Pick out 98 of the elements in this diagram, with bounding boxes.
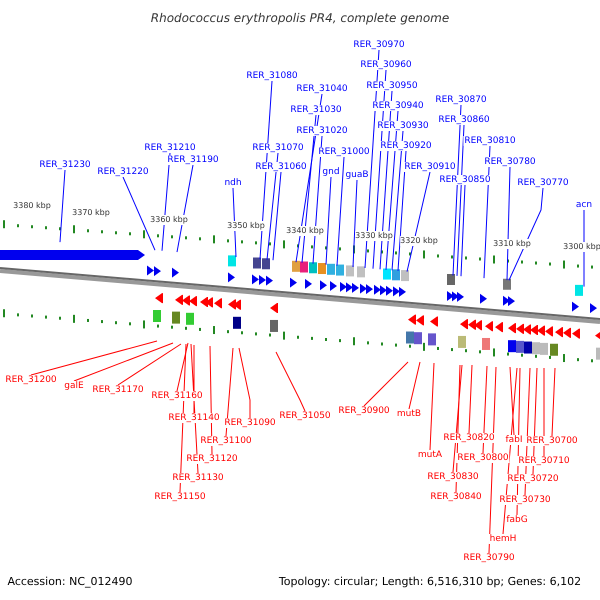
title: Rhodococcus erythropolis PR4, complete genome: [150, 13, 450, 23]
leader-line: [460, 184, 466, 277]
gene-label: mutB: [396, 409, 422, 419]
leader-line: [468, 364, 472, 434]
gene-label: RER_30700: [525, 436, 579, 446]
gene-label: RER_31170: [91, 385, 145, 395]
gene-label: RER_30960: [359, 60, 413, 70]
leader-line: [302, 114, 316, 264]
gene-label: RER_31100: [199, 436, 253, 446]
gene-label: RER_30970: [352, 40, 406, 50]
leader-line: [30, 340, 158, 376]
gene-label: guaB: [344, 170, 370, 180]
leader-line: [406, 172, 430, 272]
leader-line: [122, 176, 156, 251]
leader-line: [266, 152, 278, 260]
gene-label: RER_30900: [337, 406, 391, 416]
gene-label: RER_31090: [223, 418, 277, 428]
leader-line: [74, 342, 174, 382]
gene-label: RER_31150: [153, 492, 207, 502]
leader-line: [276, 352, 306, 412]
leader-line: [430, 362, 434, 450]
gene-label: RER_31080: [245, 71, 299, 81]
leader-line: [118, 344, 182, 386]
scale-label: 3360 kbp: [150, 215, 188, 225]
leader-line: [508, 188, 544, 281]
leader-line: [392, 130, 404, 271]
genome-stats-text: Topology: circular; Length: 6,516,310 bp; Genes: 6,102: [278, 577, 582, 587]
gene-label: RER_31210: [143, 143, 197, 153]
gene-label: RER_30820: [442, 433, 496, 443]
gene-label: RER_31160: [150, 391, 204, 401]
gene-label: hemH: [488, 534, 518, 544]
gene-label: RER_31230: [38, 160, 92, 170]
gene-label: galE: [63, 381, 85, 391]
leader-line: [226, 348, 234, 436]
scale-label: 3370 kbp: [72, 208, 110, 218]
leader-line: [456, 124, 464, 276]
gene-label: RER_31120: [185, 454, 239, 464]
gene-label: RER_30840: [429, 492, 483, 502]
scale-label: 3350 kbp: [227, 221, 265, 231]
gene-label: RER_31040: [295, 84, 349, 94]
gene-label: RER_30950: [365, 81, 419, 91]
gene-label: mutA: [416, 450, 444, 460]
gene-label: RER_31060: [254, 162, 308, 172]
gene-label: RER_30830: [426, 472, 480, 482]
scale-label: 3320 kbp: [400, 236, 438, 246]
gene-label: RER_31070: [251, 143, 305, 153]
scale-label: 3330 kbp: [355, 231, 393, 241]
gene-label: RER_30870: [434, 95, 488, 105]
leader-line: [176, 164, 194, 253]
accession-text: Accession: NC_012490: [7, 577, 133, 587]
gene-label: RER_30930: [376, 121, 430, 131]
scale-label: 3310 kbp: [493, 239, 531, 249]
gene-label: RER_31050: [278, 411, 332, 421]
leader-line: [482, 366, 488, 454]
gene-label: acn: [574, 200, 594, 210]
gene-label: RER_30940: [371, 101, 425, 111]
leader-line: [336, 156, 344, 266]
scale-label: 3340 kbp: [286, 226, 324, 236]
leader-line: [352, 180, 358, 268]
gene-label: RER_30720: [506, 474, 560, 484]
leader-line: [238, 348, 250, 418]
gene-label: fabG: [505, 515, 529, 525]
leader-line: [272, 172, 282, 261]
gene-label: RER_30850: [438, 175, 492, 185]
gene-label: RER_30860: [437, 115, 491, 125]
gene-label: RER_30780: [483, 157, 537, 167]
leader-line: [176, 342, 188, 392]
gene-label: RER_30810: [463, 136, 517, 146]
leader-line: [510, 366, 514, 436]
gene-label: RER_31190: [166, 155, 220, 165]
gene-label: RER_31130: [171, 473, 225, 483]
leader-line: [364, 362, 408, 406]
gene-label: ndh: [223, 178, 243, 188]
gene-label: RER_31140: [167, 413, 221, 423]
leader-line: [60, 170, 66, 243]
gene-label: fabI: [504, 435, 524, 445]
leader-line: [408, 362, 420, 410]
leader-line: [452, 104, 462, 276]
gene-label: RER_31000: [317, 147, 371, 157]
gene-label: RER_31030: [289, 105, 343, 115]
leader-line: [552, 368, 556, 436]
gene-label: RER_31200: [4, 375, 58, 385]
leader-line: [398, 150, 406, 272]
leader-line: [232, 188, 236, 258]
gene-label: RER_30910: [403, 162, 457, 172]
gene-label: RER_30790: [462, 553, 516, 563]
scale-label: 3380 kbp: [13, 201, 51, 211]
gene-label: RER_30920: [379, 141, 433, 151]
gene-label: RER_31020: [295, 126, 349, 136]
gene-label: RER_30770: [516, 178, 570, 188]
gene-label: RER_31220: [96, 167, 150, 177]
leader-line: [452, 364, 462, 472]
leader-line: [326, 176, 332, 266]
gene-label: RER_30710: [517, 456, 571, 466]
leader-line: [506, 166, 510, 281]
gene-label: RER_30730: [498, 495, 552, 505]
gene-label: RER_30800: [456, 453, 510, 463]
gene-label: gnd: [321, 167, 341, 177]
